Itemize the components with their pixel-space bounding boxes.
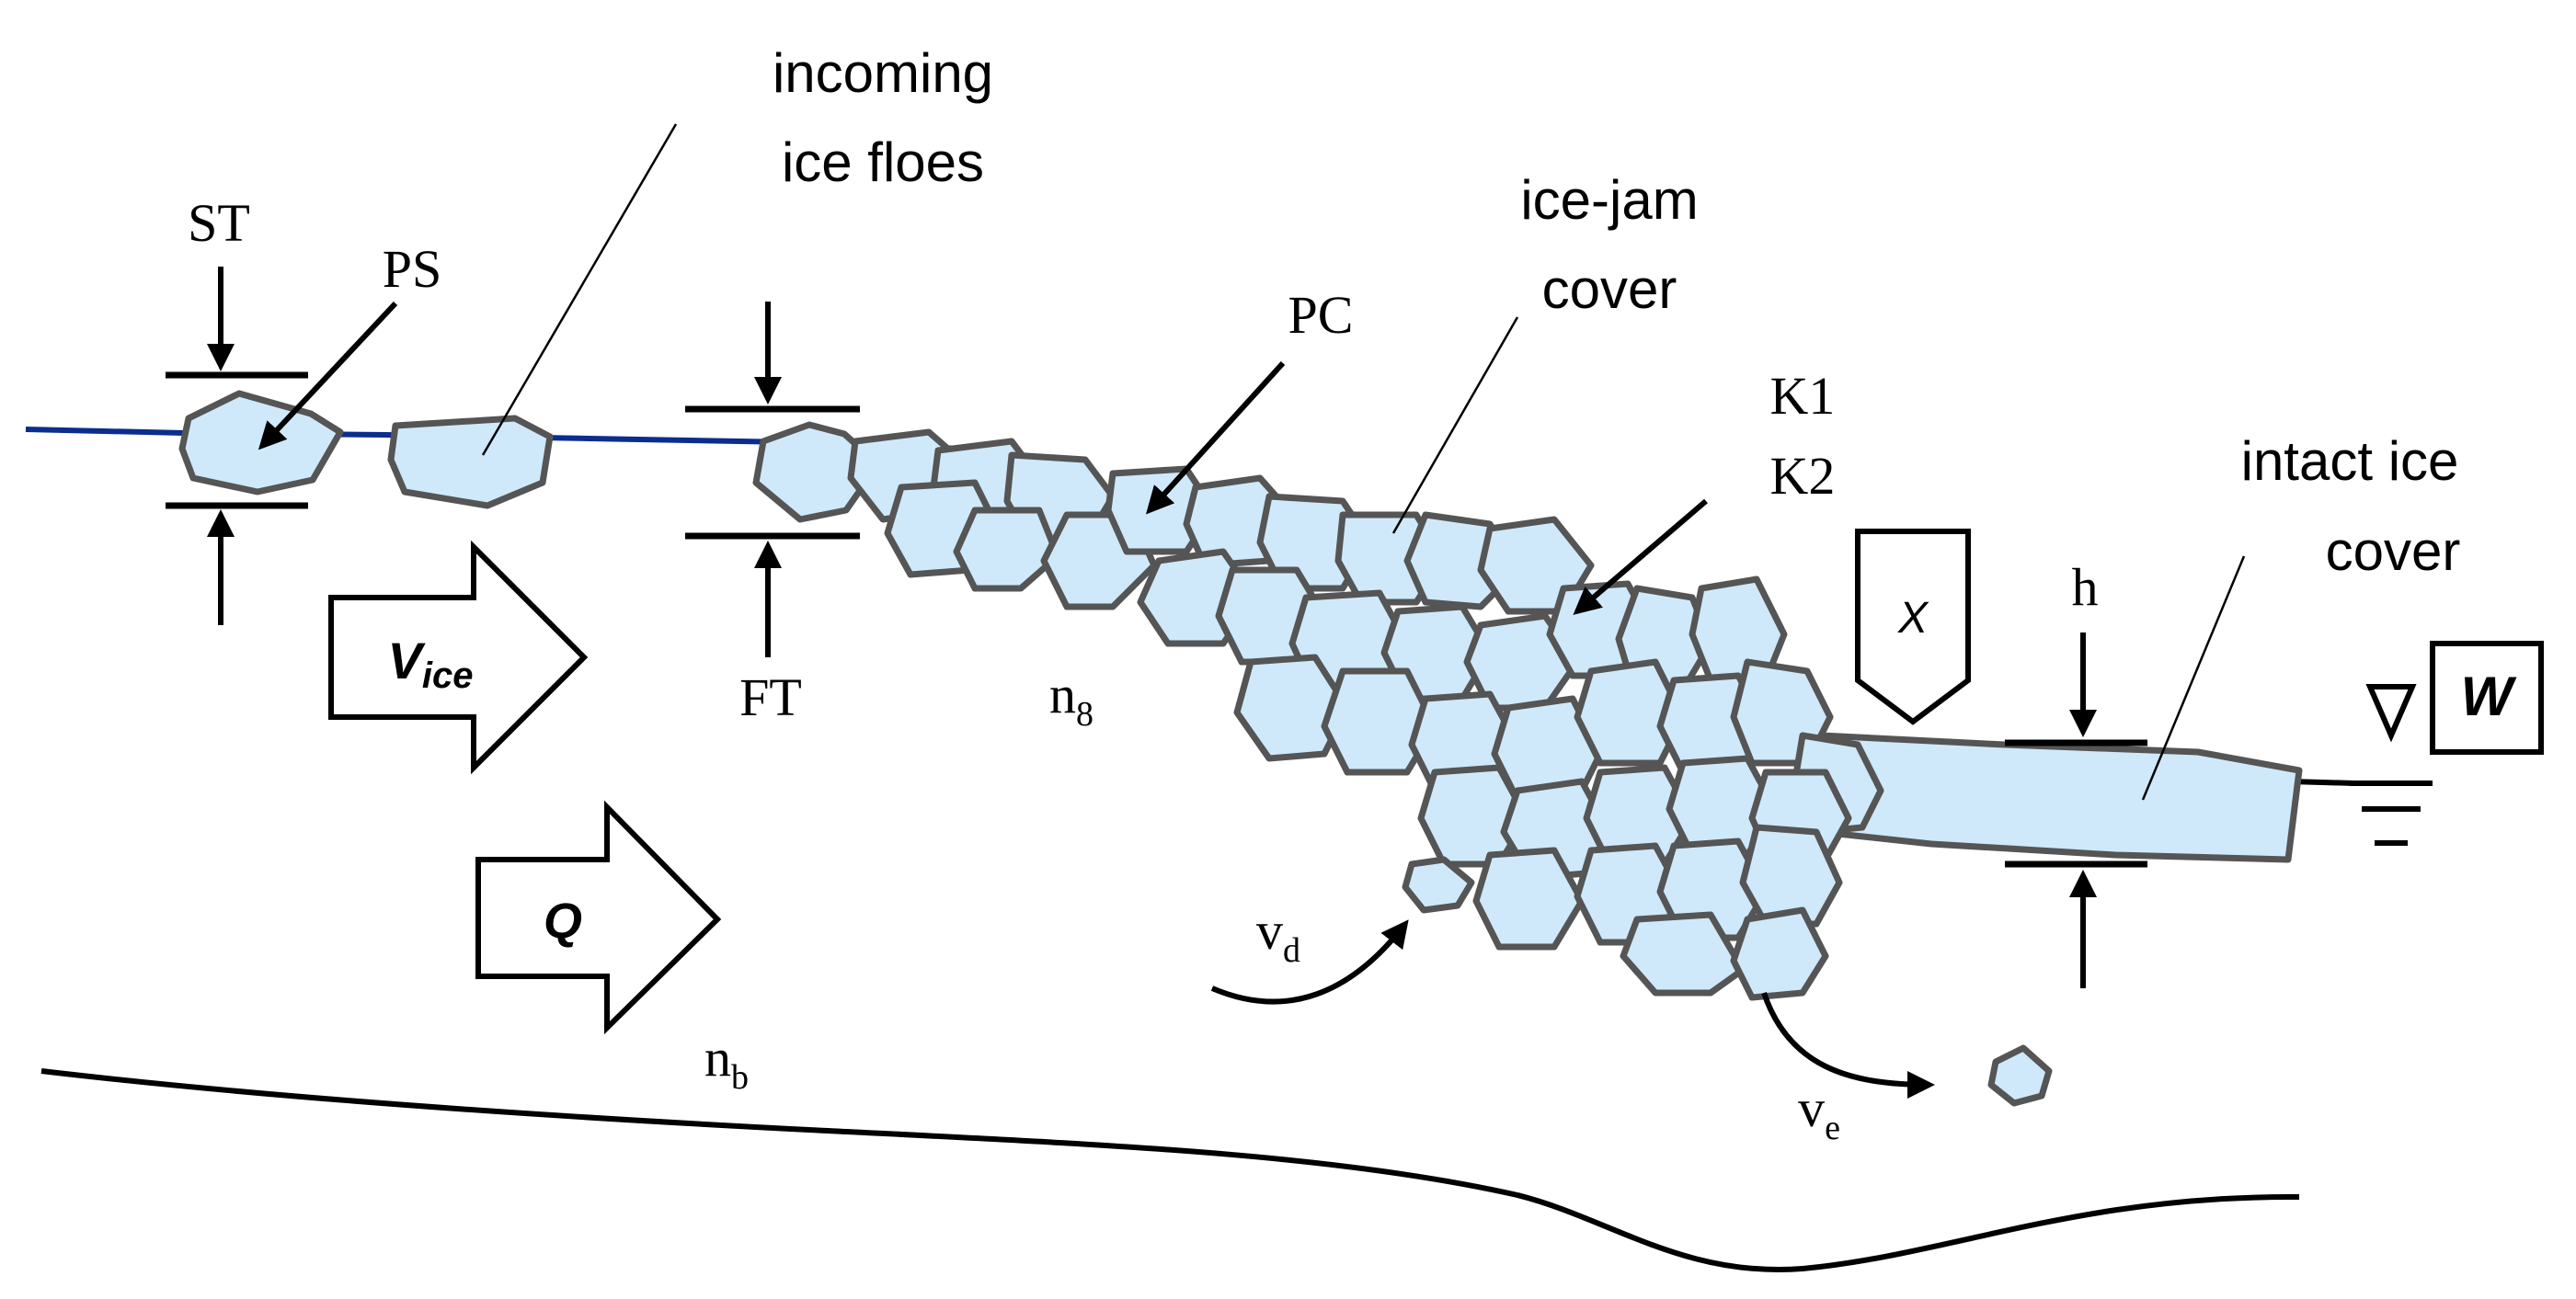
w-box	[2430, 641, 2544, 755]
w-label: W	[2461, 666, 2517, 727]
vice-base: V	[388, 632, 427, 689]
ve-sub: e	[1825, 1109, 1840, 1147]
incoming-label-line2: ice floes	[782, 131, 984, 193]
n8-sub: 8	[1076, 695, 1093, 734]
vd-curved-arrow	[1210, 919, 1409, 1005]
incoming-floe	[387, 415, 554, 509]
incoming-floe	[178, 390, 344, 496]
intact-label-line1: intact ice	[2241, 430, 2459, 492]
pc-pointer-arrow	[1145, 360, 1286, 515]
x-label: X	[1897, 594, 1929, 643]
vice-label: Vice	[388, 632, 474, 696]
k2-label: K2	[1770, 446, 1836, 506]
ice-velocity-arrow	[328, 540, 589, 775]
eroded-floe	[1987, 1044, 2053, 1107]
river-bed-line	[40, 1068, 2300, 1272]
n8-base: n	[1049, 665, 1076, 724]
ve-curved-arrow	[1761, 992, 1935, 1099]
ve-base: v	[1798, 1078, 1825, 1138]
ice-jam-floes	[752, 421, 1884, 1001]
icejam-label-line1: ice-jam	[1520, 169, 1698, 231]
q-label: Q	[544, 894, 582, 949]
ps-pointer-arrow	[258, 301, 398, 450]
ve-label: ve	[1798, 1078, 1840, 1147]
vd-base: v	[1256, 901, 1283, 961]
ice-floe	[1620, 911, 1746, 997]
ice-floe	[1730, 906, 1829, 1001]
intact-label-line2: cover	[2326, 520, 2461, 582]
ice-floe	[953, 507, 1061, 592]
st-label: ST	[188, 193, 250, 253]
nb-label: nb	[704, 1028, 749, 1097]
h-label: h	[2072, 557, 2099, 617]
nb-base: n	[704, 1028, 731, 1088]
ps-label: PS	[383, 239, 442, 299]
k1-label: K1	[1770, 366, 1836, 426]
ice-floe	[1233, 654, 1351, 762]
vice-sub: ice	[422, 655, 474, 696]
ice-floe	[1574, 658, 1687, 767]
intact-leader-line	[2141, 555, 2246, 801]
incoming-label-line1: incoming	[773, 42, 993, 104]
k-pointer-arrow	[1573, 498, 1708, 615]
deposited-floe	[1402, 856, 1475, 914]
icejam-leader-line	[1391, 316, 1519, 534]
pc-label: PC	[1288, 285, 1354, 345]
incoming-leader-line	[481, 123, 678, 456]
discharge-arrow	[475, 800, 722, 1035]
water-level-triangle	[2365, 684, 2417, 743]
ice-floe	[1321, 667, 1438, 776]
n8-label: n8	[1049, 665, 1093, 734]
intact-ice-cover-slab	[1817, 732, 2303, 863]
ice-floe	[1472, 847, 1586, 951]
vd-label: vd	[1256, 901, 1300, 970]
vd-sub: d	[1283, 931, 1300, 970]
ft-label: FT	[739, 667, 802, 727]
icejam-label-line2: cover	[1542, 258, 1677, 320]
ice-floe	[1739, 824, 1843, 928]
x-marker	[1855, 529, 1971, 725]
nb-sub: b	[731, 1058, 749, 1097]
